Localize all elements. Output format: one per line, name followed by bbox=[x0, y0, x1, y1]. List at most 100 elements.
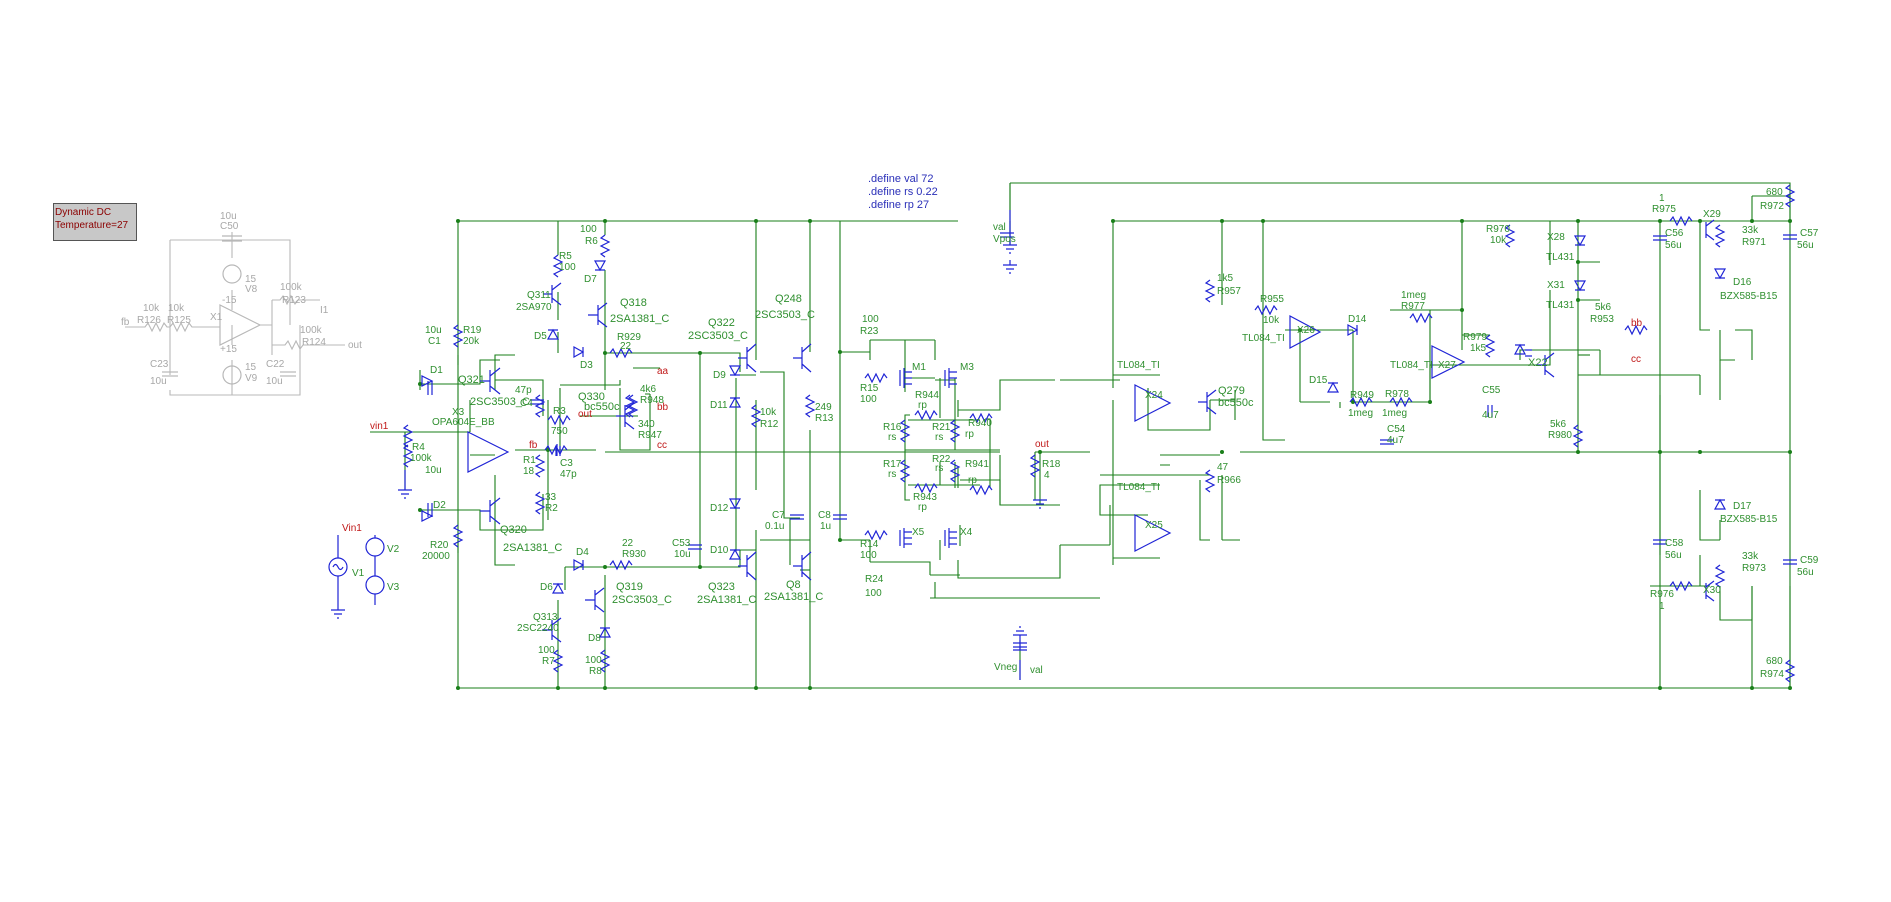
label-Q313: Q313 bbox=[533, 612, 558, 623]
label-Q320: Q320 bbox=[500, 524, 527, 536]
label-R957: R957 bbox=[1217, 286, 1241, 297]
label-R8: R8 bbox=[589, 666, 602, 677]
label-C8: C8 bbox=[818, 510, 831, 521]
define-rp: .define rp 27 bbox=[868, 199, 929, 211]
label-R3: R3 bbox=[553, 406, 566, 417]
label-Q313-val: 2SC2240 bbox=[517, 623, 559, 634]
define-directives: .define val 72 .define rs 0.22 .define r… bbox=[868, 173, 938, 211]
label-R976-val: 1 bbox=[1659, 601, 1665, 612]
component-symbols bbox=[328, 184, 1797, 683]
wiring bbox=[370, 182, 1791, 689]
label-R930-val: 22 bbox=[622, 538, 634, 549]
label-Q8-val: 2SA1381_C bbox=[764, 591, 823, 603]
dis-label: C50 bbox=[220, 221, 239, 232]
label-X29: X29 bbox=[1703, 209, 1721, 220]
label-R949-val: 1meg bbox=[1348, 408, 1373, 419]
net-cc: cc bbox=[657, 440, 667, 451]
dis-label: R126 bbox=[137, 315, 161, 326]
label-C55-val: 4u7 bbox=[1482, 410, 1499, 421]
label-C57: C57 bbox=[1800, 228, 1819, 239]
label-R948: R948 bbox=[640, 395, 664, 406]
label-R13-val: 249 bbox=[815, 402, 832, 413]
label-R971-val: 33k bbox=[1742, 225, 1759, 236]
label-Q248: Q248 bbox=[775, 293, 802, 305]
label-R929-val: 22 bbox=[620, 341, 632, 352]
label-R977-val: 1meg bbox=[1401, 290, 1426, 301]
status-temperature: Temperature=27 bbox=[55, 220, 129, 231]
label-C54-val: 4u7 bbox=[1387, 435, 1404, 446]
label-M3: M3 bbox=[960, 362, 974, 373]
label-Q330: Q330 bbox=[578, 391, 605, 403]
label-Q311-val: 2SA970 bbox=[516, 302, 552, 313]
label-D6: D6 bbox=[540, 582, 553, 593]
label-R955-val: 10k bbox=[1263, 315, 1280, 326]
label-R953: R953 bbox=[1590, 314, 1614, 325]
label-R14: R14 bbox=[860, 539, 879, 550]
label-Vpos: Vpos bbox=[993, 234, 1016, 245]
capacitor-symbols bbox=[427, 232, 1797, 648]
dis-label: fb bbox=[121, 317, 130, 328]
dis-label: 100k bbox=[300, 325, 323, 336]
label-R21-val: rs bbox=[935, 432, 943, 443]
label-Vneg-val: val bbox=[1030, 665, 1043, 676]
label-R940-val: rp bbox=[965, 429, 974, 440]
label-Q311: Q311 bbox=[527, 290, 551, 301]
label-X26-val: TL084_TI bbox=[1242, 333, 1285, 344]
label-D4: D4 bbox=[576, 547, 589, 558]
label-D2: D2 bbox=[433, 500, 446, 511]
label-R24-val: 100 bbox=[865, 588, 882, 599]
label-Q318: Q318 bbox=[620, 297, 647, 309]
label-D17-val: BZX585-B15 bbox=[1720, 514, 1778, 525]
resistor-symbols bbox=[402, 184, 1796, 683]
label-R976: R976 bbox=[1650, 589, 1674, 600]
label-Q319: Q319 bbox=[616, 581, 643, 593]
label-R971: R971 bbox=[1742, 237, 1766, 248]
label-R943: R943 bbox=[913, 492, 937, 503]
label-C55: C55 bbox=[1482, 385, 1501, 396]
label-D3: D3 bbox=[580, 360, 593, 371]
dis-label: 10k bbox=[143, 303, 160, 314]
label-D1: D1 bbox=[430, 365, 443, 376]
label-D16: D16 bbox=[1733, 277, 1752, 288]
label-C53: C53 bbox=[672, 538, 691, 549]
label-R19: R19 bbox=[463, 325, 482, 336]
label-R5-val: 100 bbox=[559, 262, 576, 273]
label-Vneg: Vneg bbox=[994, 662, 1017, 673]
label-Q323: Q323 bbox=[708, 581, 735, 593]
label-R6: R6 bbox=[585, 236, 598, 247]
label-R15: R15 bbox=[860, 383, 879, 394]
label-C57-val: 56u bbox=[1797, 240, 1814, 251]
dis-label: 100k bbox=[280, 282, 303, 293]
label-Q319-val: 2SC3503_C bbox=[612, 594, 672, 606]
label-R18-val: 4 bbox=[1044, 470, 1050, 481]
label-D14: D14 bbox=[1348, 314, 1367, 325]
label-D9: D9 bbox=[713, 370, 726, 381]
define-rs: .define rs 0.22 bbox=[868, 186, 938, 198]
label-R973: R973 bbox=[1742, 563, 1766, 574]
label-X27: X27 bbox=[1438, 360, 1456, 371]
label-X3: X3 bbox=[452, 407, 465, 418]
label-R2: R2 bbox=[545, 503, 558, 514]
dis-label: I1 bbox=[320, 305, 329, 316]
label-R955: R955 bbox=[1260, 294, 1284, 305]
label-Q318-val: 2SA1381_C bbox=[610, 313, 669, 325]
label-Q322-val: 2SC3503_C bbox=[688, 330, 748, 342]
label-Q322: Q322 bbox=[708, 317, 735, 329]
label-R977: R977 bbox=[1401, 301, 1425, 312]
dis-label: 15 bbox=[245, 362, 257, 373]
label-C59: C59 bbox=[1800, 555, 1819, 566]
label-X28-val: TL431 bbox=[1546, 252, 1575, 263]
label-X24-val: TL084_TI bbox=[1117, 360, 1160, 371]
dis-label: 10k bbox=[168, 303, 185, 314]
opamp-symbols bbox=[467, 315, 1466, 552]
net-bb-right: bb bbox=[1631, 318, 1643, 329]
label-X22: X22 bbox=[1528, 357, 1548, 369]
dis-label: 10u bbox=[266, 376, 283, 387]
label-X30: X30 bbox=[1703, 585, 1721, 596]
label-R975-val: 1 bbox=[1659, 193, 1665, 204]
label-X3-val: OPA604E_BB bbox=[432, 417, 495, 428]
dis-label: R123 bbox=[282, 295, 306, 306]
label-R930: R930 bbox=[622, 549, 646, 560]
label-R20-val: 20000 bbox=[422, 551, 450, 562]
label-X26: X26 bbox=[1297, 325, 1315, 336]
